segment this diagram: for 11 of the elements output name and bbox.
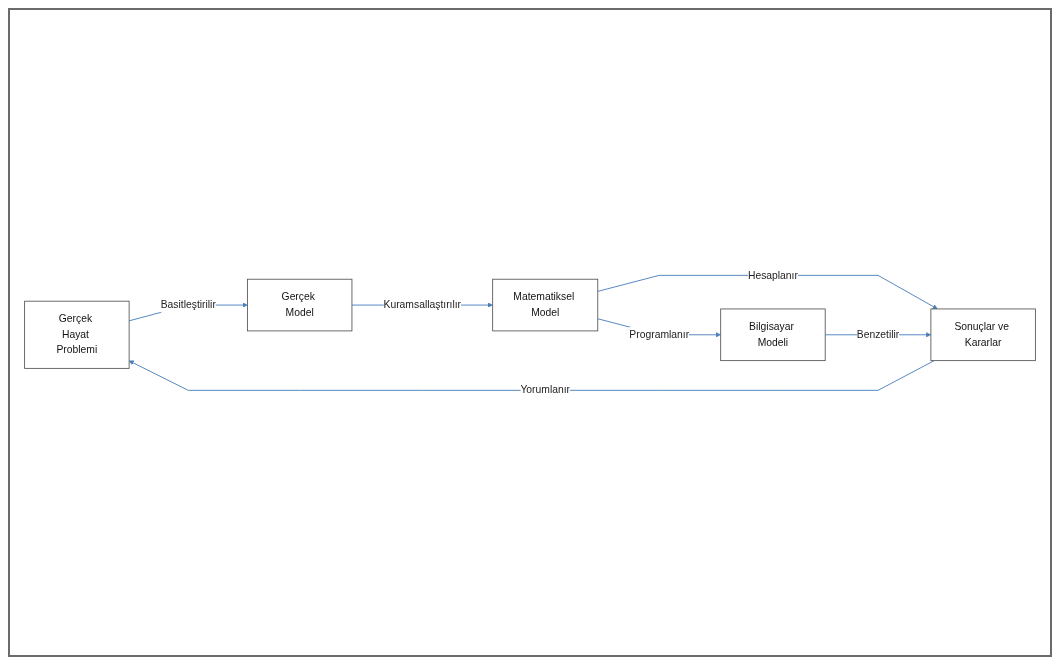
edge-label: Benzetilir	[856, 328, 900, 340]
node-box: Sonuçlar ve Kararlar	[930, 308, 1036, 361]
node-box: Bilgisayar Modeli	[720, 308, 826, 361]
node-box: Matematiksel Model	[492, 278, 599, 331]
edge-label: Programlanır	[629, 328, 690, 340]
edge-label: Hesaplanır	[747, 268, 798, 281]
node-box: Gerçek Model	[247, 278, 353, 331]
edge-label: Kuramsallaştırılır	[383, 298, 462, 311]
node-box: Gerçek Hayat Problemi	[24, 300, 130, 369]
edge-label: Basitleştirilir	[160, 298, 216, 311]
edge-label: Yorumlanır	[520, 383, 571, 396]
